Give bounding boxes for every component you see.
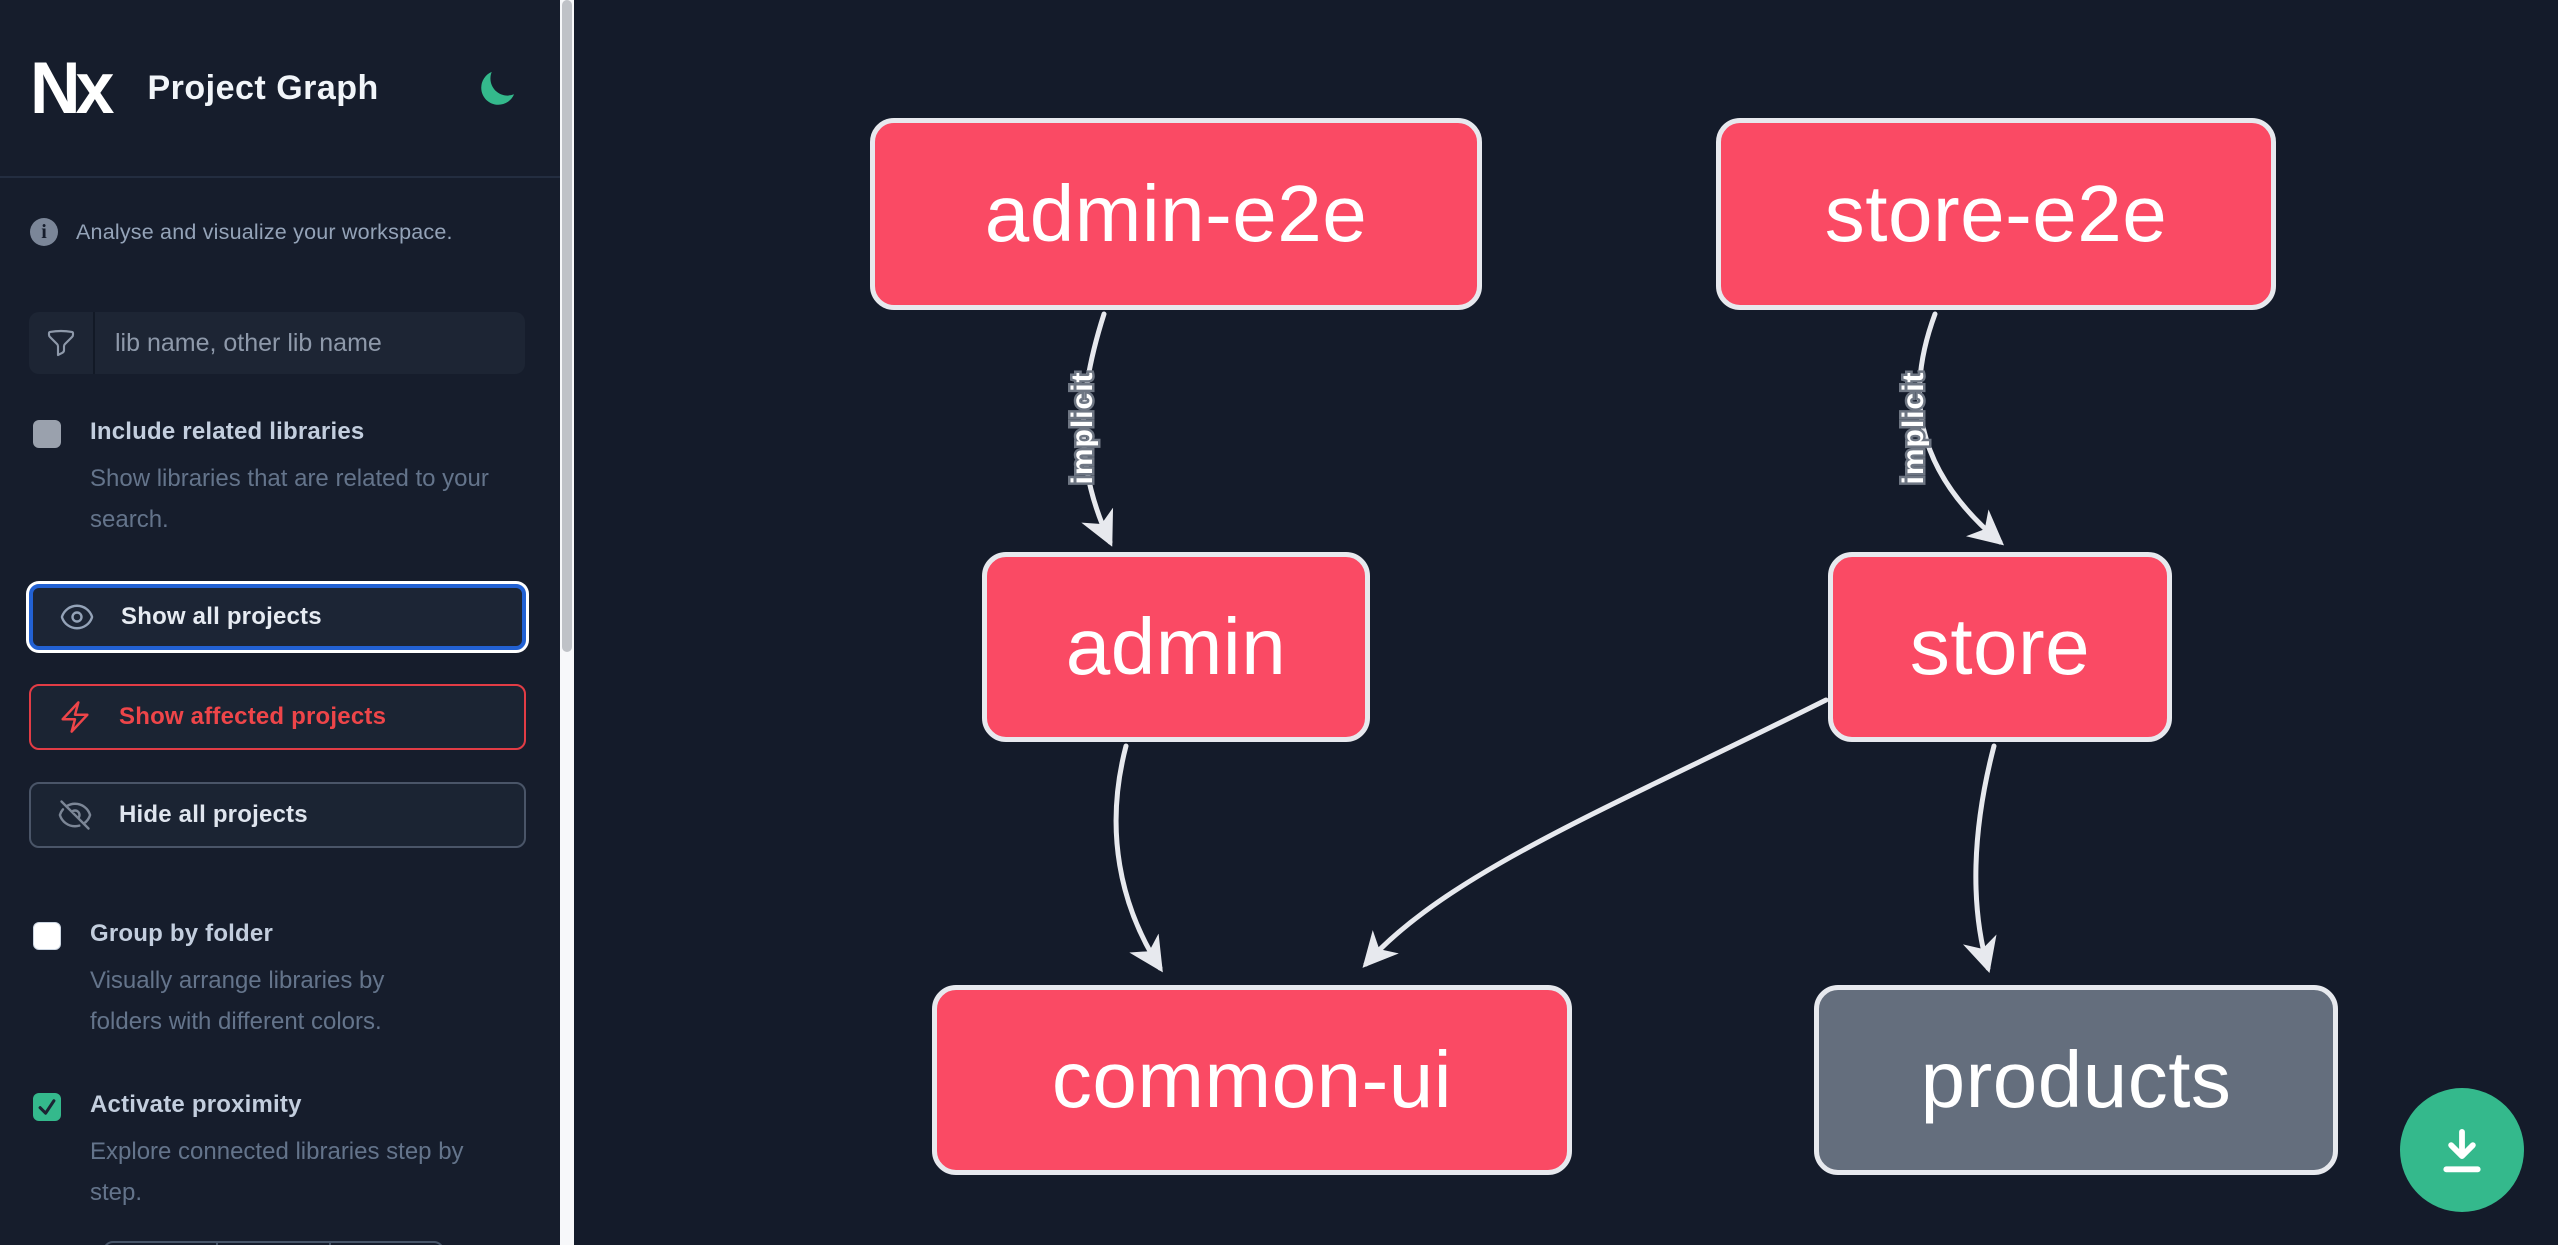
moon-icon (481, 71, 515, 105)
group-by-folder-checkbox[interactable] (33, 922, 61, 950)
eye-icon (60, 604, 94, 630)
sidebar-header: Nx Project Graph (0, 0, 560, 178)
show-all-projects-button[interactable]: Show all projects (29, 584, 526, 650)
download-icon (2443, 1128, 2481, 1173)
sidebar-scrollbar-track[interactable] (560, 0, 574, 1245)
graph-node-common-ui[interactable]: common-ui (932, 985, 1572, 1175)
node-label: products (1920, 1035, 2232, 1124)
eye-slash-icon (58, 800, 92, 830)
option-label: Include related libraries (90, 418, 365, 445)
node-label: store-e2e (1824, 169, 2168, 258)
sidebar: Nx Project Graph i Analyse and visualize… (0, 0, 560, 1245)
graph-node-admin-e2e[interactable]: admin-e2e (870, 118, 1482, 310)
show-affected-projects-button[interactable]: Show affected projects (29, 684, 526, 750)
depth-decrement-segment[interactable] (105, 1243, 218, 1245)
hide-all-projects-button[interactable]: Hide all projects (29, 782, 526, 848)
node-label: admin (1065, 602, 1287, 691)
dependency-edges: implicit implicit (1064, 311, 2005, 974)
node-label: store (1909, 602, 2091, 691)
page-title: Project Graph (147, 68, 379, 107)
option-description: Explore connected libraries step by step… (90, 1138, 464, 1206)
edge-admin-e2e-admin (1080, 311, 1114, 547)
download-image-button[interactable] (2400, 1088, 2524, 1212)
node-label: common-ui (1051, 1035, 1453, 1124)
check-icon (38, 1099, 56, 1115)
option-group-by-folder: Group by folder Visually arrange librari… (33, 920, 530, 1042)
depth-value-segment (218, 1243, 331, 1245)
button-label: Hide all projects (119, 801, 308, 828)
theme-toggle-button[interactable] (476, 68, 518, 110)
edge-label-implicit: implicit (1897, 371, 1930, 484)
edge-admin-common-ui (1113, 743, 1163, 973)
option-include-related: Include related libraries Show libraries… (33, 418, 530, 540)
graph-node-store[interactable]: store (1828, 552, 2172, 742)
proximity-depth-control[interactable] (103, 1241, 444, 1245)
tagline-row: i Analyse and visualize your workspace. (30, 218, 530, 246)
edge-store-common-ui (1362, 697, 1829, 968)
project-visibility-buttons: Show all projects Show affected projects… (29, 584, 526, 848)
option-description: Show libraries that are related to your … (90, 465, 489, 533)
sidebar-scrollbar-thumb[interactable] (562, 0, 572, 652)
option-description: Visually arrange libraries by folders wi… (90, 967, 385, 1035)
info-icon: i (30, 218, 58, 246)
graph-node-admin[interactable]: admin (982, 552, 1370, 742)
activate-proximity-checkbox[interactable] (33, 1093, 61, 1121)
include-related-checkbox[interactable] (33, 420, 61, 448)
search-input[interactable] (95, 312, 525, 374)
nx-logo: Nx (30, 47, 115, 129)
button-label: Show all projects (121, 603, 322, 630)
edge-label-implicit: implicit (1066, 371, 1099, 484)
edge-store-products (1962, 743, 1997, 974)
option-activate-proximity: Activate proximity Explore connected lib… (33, 1091, 530, 1213)
option-label: Group by folder (90, 920, 273, 947)
edge-store-e2e-store (1916, 311, 2005, 546)
graph-node-products[interactable]: products (1814, 985, 2338, 1175)
graph-node-store-e2e[interactable]: store-e2e (1716, 118, 2276, 310)
tagline-text: Analyse and visualize your workspace. (76, 219, 453, 244)
bolt-icon (61, 701, 89, 733)
node-label: admin-e2e (984, 169, 1368, 258)
search-box (29, 312, 525, 374)
button-label: Show affected projects (119, 703, 387, 730)
filter-funnel-icon (29, 312, 95, 374)
option-label: Activate proximity (90, 1091, 302, 1118)
graph-canvas[interactable]: implicit implicit admin-e2e store-e2e ad… (574, 0, 2558, 1245)
